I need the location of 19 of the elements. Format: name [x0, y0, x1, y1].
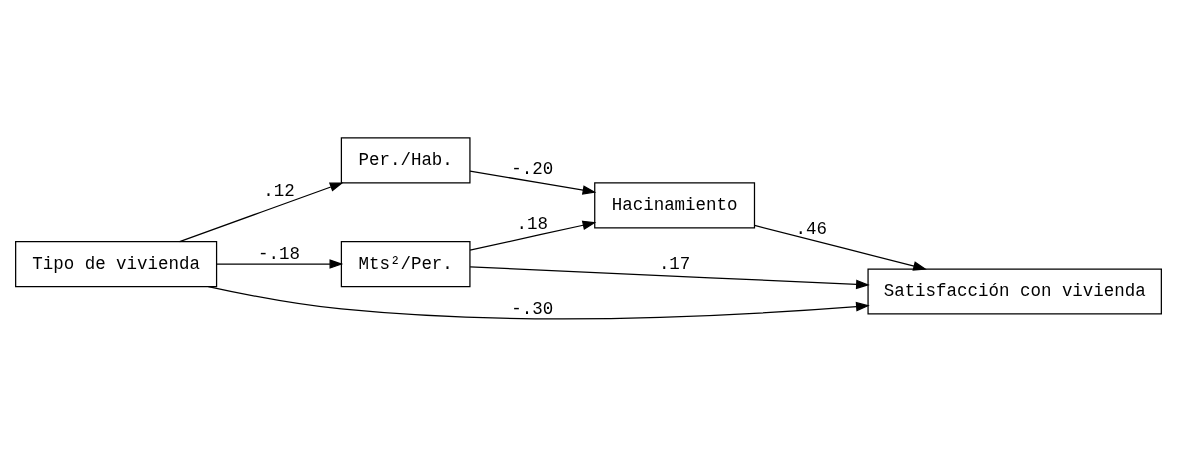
- arrow: [469, 266, 870, 290]
- node-box: Per./Hab.: [340, 137, 471, 184]
- edge-label: .17: [658, 254, 691, 275]
- arrow: [207, 285, 870, 320]
- arrow: [469, 170, 597, 195]
- arrow: [469, 220, 597, 251]
- arrow: [216, 259, 344, 269]
- edge-label: .46: [795, 219, 827, 240]
- edge-label: -.18: [258, 244, 300, 265]
- arrow: [753, 224, 927, 271]
- node-box: Hacinamiento: [594, 182, 756, 229]
- node-box: Mts²/Per.: [340, 240, 471, 288]
- edge-label: .12: [263, 180, 295, 201]
- arrow: [179, 182, 344, 243]
- edge-label: -.20: [511, 159, 554, 180]
- edge-label: .18: [516, 214, 549, 235]
- node-box: Satisfacción con vivienda: [867, 268, 1162, 315]
- node-box: Tipo de vivienda: [15, 240, 218, 288]
- edge-label: -.30: [511, 299, 554, 320]
